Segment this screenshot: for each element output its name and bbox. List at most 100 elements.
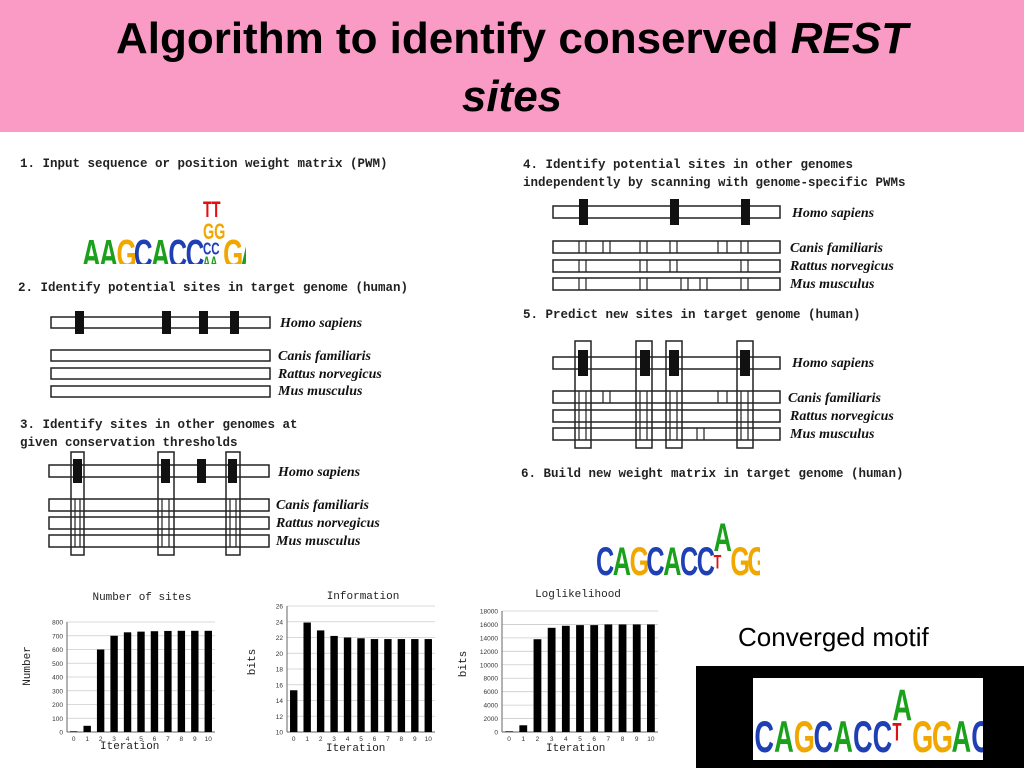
site-mark	[228, 459, 237, 483]
y-tick-label: 26	[276, 604, 284, 611]
x-tick-label: 10	[647, 736, 655, 743]
species-dog: Canis familiaris	[276, 498, 369, 513]
species-mouse: Mus musculus	[790, 277, 875, 292]
x-tick-label: 2	[319, 736, 323, 743]
prediction-box	[574, 340, 592, 449]
species-mouse: Mus musculus	[790, 427, 875, 442]
logo-letter: C	[873, 711, 893, 760]
site-mark	[740, 350, 750, 376]
rat-genome-bar	[552, 259, 781, 273]
x-tick-label: 4	[346, 736, 350, 743]
y-tick-label: 400	[52, 675, 63, 682]
species-human: Homo sapiens	[280, 316, 363, 331]
bar	[604, 624, 613, 732]
species-rat: Rattus norvegicus	[790, 409, 894, 424]
logo-letter: GG	[203, 219, 225, 244]
chart-3-xlabel: Iteration	[546, 743, 606, 755]
bar	[561, 625, 570, 732]
x-tick-label: 5	[578, 736, 582, 743]
y-tick-label: 2000	[484, 716, 499, 723]
bar	[576, 625, 584, 732]
y-tick-label: 8000	[484, 676, 499, 683]
dog-genome-bar	[48, 498, 270, 512]
x-tick-label: 2	[99, 736, 103, 743]
site-mark	[75, 311, 84, 334]
y-tick-label: 500	[52, 661, 63, 668]
logo-letter: C	[596, 541, 614, 580]
logo-letter: T	[714, 551, 722, 574]
bar	[590, 625, 599, 732]
y-tick-label: 800	[52, 620, 63, 627]
bar	[204, 630, 212, 732]
title-italic: REST	[790, 14, 909, 63]
converged-motif-logo: C A G C A C C A T G G A C A G	[753, 678, 983, 760]
logo-letter: C	[168, 233, 187, 264]
species-dog: Canis familiaris	[790, 241, 883, 256]
human-genome-bar	[552, 205, 781, 219]
x-tick-label: 1	[85, 736, 89, 743]
bar	[632, 624, 641, 732]
bar	[343, 637, 352, 732]
logo-letter: A	[613, 541, 631, 580]
x-tick-label: 9	[635, 736, 639, 743]
human-genome-bar	[48, 464, 270, 478]
bar	[519, 725, 528, 732]
site-mark	[197, 459, 206, 483]
prediction-box	[736, 340, 754, 449]
logo-letter: A	[774, 711, 794, 760]
bar	[137, 631, 145, 732]
logo-letter: CC	[203, 240, 220, 259]
species-mouse: Mus musculus	[278, 384, 363, 399]
chart-2-ylabel: bits	[247, 648, 260, 676]
step-5-label: 5. Predict new sites in target genome (h…	[523, 308, 861, 322]
y-tick-label: 24	[276, 619, 284, 626]
bar	[164, 630, 172, 732]
dog-genome-bar	[50, 349, 271, 362]
bar	[533, 639, 542, 732]
site-mark	[669, 350, 679, 376]
species-dog: Canis familiaris	[278, 349, 371, 364]
bar	[303, 622, 311, 732]
logo-letter: C	[680, 541, 698, 580]
bar	[370, 639, 379, 732]
y-tick-label: 14000	[480, 635, 498, 642]
logo-letter: A	[714, 516, 732, 560]
mouse-genome-bar	[552, 277, 781, 291]
genome-diagrams	[48, 199, 781, 556]
logo-letter: G	[932, 711, 953, 760]
step-2-label: 2. Identify potential sites in target ge…	[18, 281, 409, 295]
x-tick-label: 3	[112, 736, 116, 743]
conservation-box	[70, 451, 85, 556]
x-tick-label: 3	[550, 736, 554, 743]
x-tick-label: 6	[373, 736, 377, 743]
site-mark	[162, 311, 171, 334]
bar	[70, 731, 78, 732]
logo-letter: A	[833, 711, 853, 760]
bar	[424, 639, 432, 732]
y-tick-label: 12000	[480, 649, 498, 656]
title-banner	[0, 0, 1024, 132]
x-tick-label: 8	[180, 736, 184, 743]
logo-letter: A	[952, 711, 972, 760]
chart-1-ylabel: Number	[21, 646, 34, 686]
x-tick-label: 5	[359, 736, 363, 743]
step-3-label: 3. Identify sites in other genomes at gi…	[20, 418, 298, 450]
logo-letter: G	[747, 541, 760, 580]
logo-letter: A	[240, 233, 246, 264]
y-tick-label: 10000	[480, 662, 498, 669]
bar	[384, 639, 392, 732]
species-human: Homo sapiens	[792, 206, 875, 221]
species-mouse: Mus musculus	[276, 534, 361, 549]
y-tick-label: 0	[494, 730, 498, 737]
species-human: Homo sapiens	[278, 465, 361, 480]
logo-letter: AA	[203, 253, 218, 264]
mouse-genome-bar	[50, 385, 271, 398]
chart-2-xlabel: Iteration	[326, 743, 386, 755]
x-tick-label: 0	[292, 736, 296, 743]
logo-letter: C	[646, 541, 664, 580]
logo-letter: G	[223, 233, 243, 264]
bar	[647, 624, 655, 732]
x-tick-label: 6	[592, 736, 596, 743]
site-mark	[199, 311, 208, 334]
conservation-box	[157, 451, 175, 556]
